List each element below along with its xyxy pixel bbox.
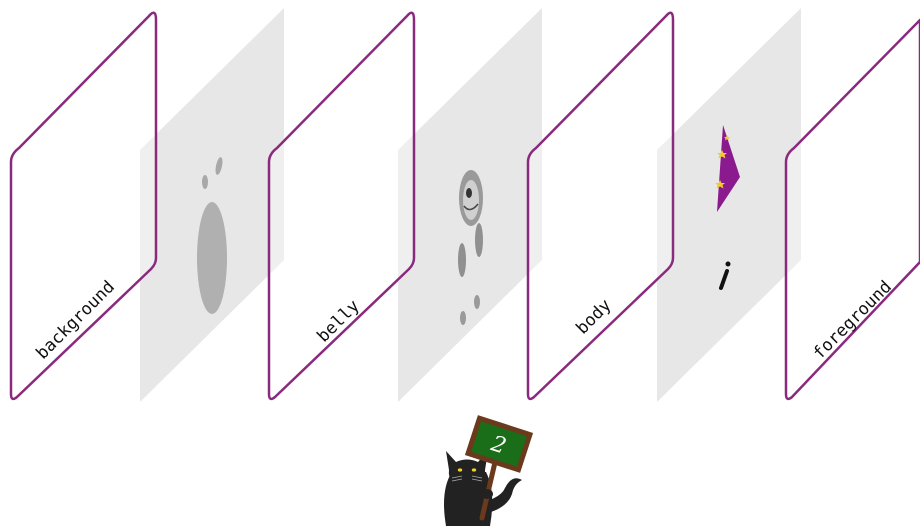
cat-paw — [481, 489, 493, 499]
belly-dot-left — [202, 175, 208, 189]
layer-body: body — [528, 13, 673, 399]
wand-tip — [726, 262, 731, 267]
layer-background-frame — [11, 13, 156, 399]
head-inner — [463, 180, 479, 220]
eye — [466, 188, 472, 198]
layer-foreground: foreground — [786, 20, 920, 399]
leg-left — [458, 243, 466, 277]
cat-eye-right — [472, 468, 476, 471]
leg-right — [475, 223, 483, 257]
gray-plane-3 — [657, 8, 801, 402]
paw-right — [474, 295, 480, 309]
layer-belly: belly — [269, 13, 414, 399]
cat-mascot: 2 — [444, 415, 533, 526]
layer-belly-frame — [269, 13, 414, 399]
layer-body-frame — [528, 13, 673, 399]
cat-eye-left — [458, 468, 462, 471]
belly-oval — [197, 202, 227, 314]
paw-left — [460, 311, 466, 325]
layer-background: background — [11, 13, 156, 399]
layer-foreground-frame — [786, 20, 920, 399]
